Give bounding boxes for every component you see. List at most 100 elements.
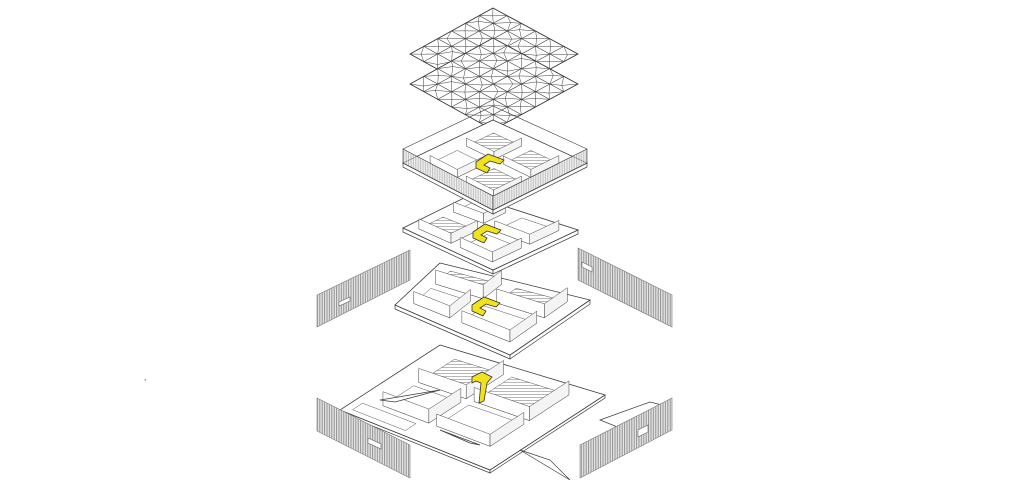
- panel-opening: [338, 296, 351, 307]
- roof-facet-line: [520, 99, 522, 107]
- roof-facet-line: [535, 46, 537, 56]
- roof-facet-line: [451, 76, 464, 79]
- roof-facet-line: [463, 68, 466, 79]
- roof-facet-line: [493, 30, 496, 39]
- roof-facet-line: [478, 45, 482, 55]
- roof-facet-line: [535, 30, 538, 39]
- roof-facet-line: [492, 15, 494, 24]
- roof-facet-line: [420, 54, 425, 62]
- roof-facet-line: [505, 97, 522, 100]
- roof-facet-line: [479, 30, 483, 39]
- roof-facet-line: [493, 99, 495, 106]
- roof-facet-line: [507, 83, 514, 92]
- roof-facet-line: [438, 75, 452, 77]
- roof-facet-line: [494, 29, 508, 32]
- roof-facet-line: [437, 81, 452, 85]
- roof-facet-line: [507, 91, 523, 94]
- roof-facet-line: [549, 46, 552, 55]
- roof-facet-line: [493, 53, 498, 61]
- roof-facet-line: [479, 84, 483, 92]
- roof-facet-line: [460, 60, 466, 69]
- roof-facet-line: [519, 23, 522, 30]
- roof-facet-line: [465, 83, 483, 86]
- roof-facet-line: [446, 30, 452, 39]
- roof-facet-line: [535, 55, 537, 62]
- facade-panel-northeast: [577, 247, 673, 328]
- facade-panels-group: [316, 247, 673, 479]
- roof-facet-line: [465, 98, 480, 100]
- roof-facet-line: [493, 68, 508, 72]
- roof-facet-line: [535, 98, 550, 100]
- roof-facet-line: [437, 38, 439, 47]
- roof-facet-line: [463, 76, 480, 79]
- roof-facet-line: [479, 45, 495, 47]
- roof-facet-line: [437, 46, 439, 55]
- roof-facet-line: [503, 52, 508, 62]
- roof-facet-line: [518, 75, 522, 85]
- roof-facet-line: [521, 83, 523, 93]
- roof-facet-line: [435, 83, 438, 91]
- roof-facet-line: [467, 106, 480, 109]
- roof-facet-line: [493, 114, 510, 117]
- roof-facet-line: [507, 58, 522, 62]
- roof-facet-line: [451, 81, 466, 85]
- roof-facet-line: [465, 67, 480, 69]
- roof-facet-line: [479, 60, 497, 62]
- site-landscape-lines: [379, 389, 671, 481]
- roof-facet-line: [409, 83, 424, 87]
- floor-1: [394, 262, 591, 360]
- roof-facet-line: [535, 60, 537, 68]
- roof-facet-line: [479, 98, 494, 100]
- roof-facet-line: [460, 53, 466, 62]
- room-wall: [492, 237, 522, 263]
- roof-facet-line: [548, 93, 550, 100]
- roof-facet-line: [520, 106, 536, 108]
- roof-facet-line: [506, 15, 511, 23]
- roof-facet-line: [437, 51, 453, 55]
- roof-facet-line: [478, 115, 482, 123]
- roof-facet-line: [536, 81, 550, 85]
- roof-facet-line: [521, 58, 536, 62]
- roof-facet-line: [465, 53, 482, 55]
- roof-facet-line: [507, 30, 512, 40]
- room-wall: [493, 137, 522, 160]
- roof-facet-line: [481, 53, 494, 55]
- roof-facet-line: [423, 75, 439, 77]
- room-wall: [529, 380, 570, 422]
- roof-facet-line: [507, 106, 510, 116]
- roof-facet-line: [503, 45, 508, 53]
- roof-facet-line: [548, 83, 550, 94]
- panel-opening: [637, 424, 649, 438]
- roof-facet-line: [423, 90, 436, 92]
- roof-facet-line: [567, 53, 579, 56]
- roof-facet-line: [563, 46, 568, 55]
- roof-facet-line: [493, 83, 499, 92]
- roof-facet-line: [451, 106, 468, 109]
- room-wall: [482, 269, 502, 300]
- roof-facet-line: [535, 67, 537, 77]
- roof-facet-line: [463, 78, 466, 85]
- roof-facet-line: [561, 76, 565, 86]
- roof-facet-line: [423, 61, 438, 65]
- roof-facet-line: [479, 106, 482, 116]
- panel-opening: [367, 437, 382, 450]
- roof-facet-line: [491, 76, 508, 78]
- roof-facet-line: [492, 37, 495, 47]
- roof-facet-line: [452, 66, 466, 69]
- roof-facet-line: [478, 15, 480, 22]
- facade-panel-northwest: [316, 249, 411, 328]
- roof-facet-line: [479, 76, 483, 86]
- facade-panel-southwest: [316, 397, 411, 479]
- roof-facet-line: [478, 21, 480, 32]
- roof-facet-line: [478, 21, 494, 24]
- roof-facet-line: [521, 98, 536, 100]
- roof-facet-line: [420, 46, 425, 55]
- ground-floor-site: [339, 344, 606, 474]
- roof-facet-line: [535, 76, 537, 82]
- roof-facet-line: [435, 90, 438, 100]
- room-wall: [509, 310, 537, 343]
- roof-facet-line: [464, 92, 466, 100]
- roof-facet-line: [437, 75, 439, 85]
- perimeter-top: [402, 105, 588, 150]
